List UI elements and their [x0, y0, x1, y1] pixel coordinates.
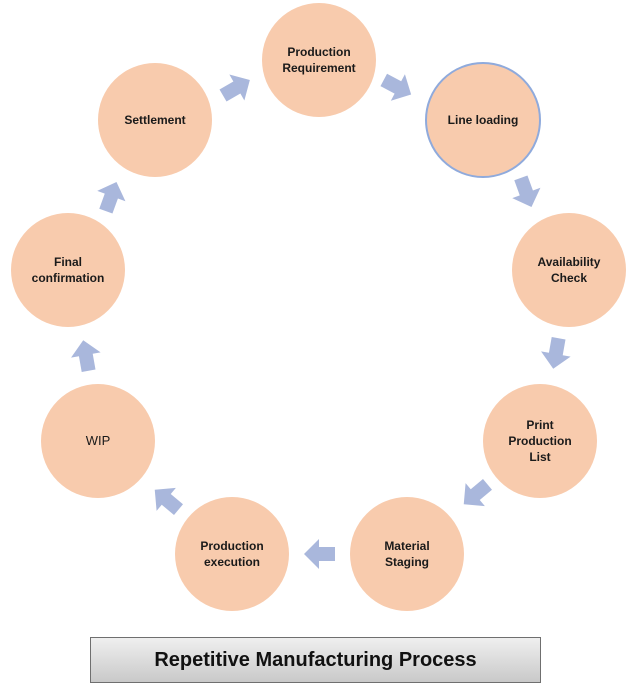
node-final-confirmation: Final confirmation — [11, 213, 125, 327]
arrow-7-icon — [71, 340, 101, 372]
node-label: Print — [526, 418, 553, 432]
arrow-5-icon — [304, 539, 335, 569]
node-label: Check — [551, 271, 587, 285]
node-line-loading: Line loading — [425, 62, 541, 178]
node-circle — [483, 384, 597, 498]
node-label: Production — [287, 45, 350, 59]
node-label: Production — [508, 434, 571, 448]
node-circle — [425, 62, 541, 178]
arrow-2-icon — [512, 175, 541, 208]
node-circle — [175, 497, 289, 611]
node-circle — [262, 3, 376, 117]
node-label: WIP — [86, 433, 111, 448]
node-label: Line loading — [448, 113, 519, 127]
arrow-4-icon — [463, 478, 492, 507]
node-label: List — [529, 450, 550, 464]
node-label: execution — [204, 555, 260, 569]
node-label: Material — [384, 539, 429, 553]
node-circle — [512, 213, 626, 327]
arrow-6-icon — [154, 487, 183, 516]
node-production-execution: Production execution — [175, 497, 289, 611]
node-label: Requirement — [282, 61, 355, 75]
node-label: Availability — [538, 255, 601, 269]
arrow-1-icon — [380, 73, 412, 101]
node-label: Final — [54, 255, 82, 269]
arrow-3-icon — [541, 337, 571, 369]
node-circle — [41, 384, 155, 498]
node-label: Staging — [385, 555, 429, 569]
node-circle — [11, 213, 125, 327]
arrow-8-icon — [97, 181, 126, 214]
node-label: confirmation — [32, 271, 105, 285]
node-circle — [98, 63, 212, 177]
node-label: Production — [200, 539, 263, 553]
node-wip: WIP — [41, 384, 155, 498]
diagram-title: Repetitive Manufacturing Process — [154, 648, 477, 671]
node-settlement: Settlement — [98, 63, 212, 177]
arrow-9-icon — [219, 74, 250, 102]
title-bar: Repetitive Manufacturing Process — [90, 637, 541, 683]
node-circle — [350, 497, 464, 611]
node-label: Settlement — [124, 113, 185, 127]
